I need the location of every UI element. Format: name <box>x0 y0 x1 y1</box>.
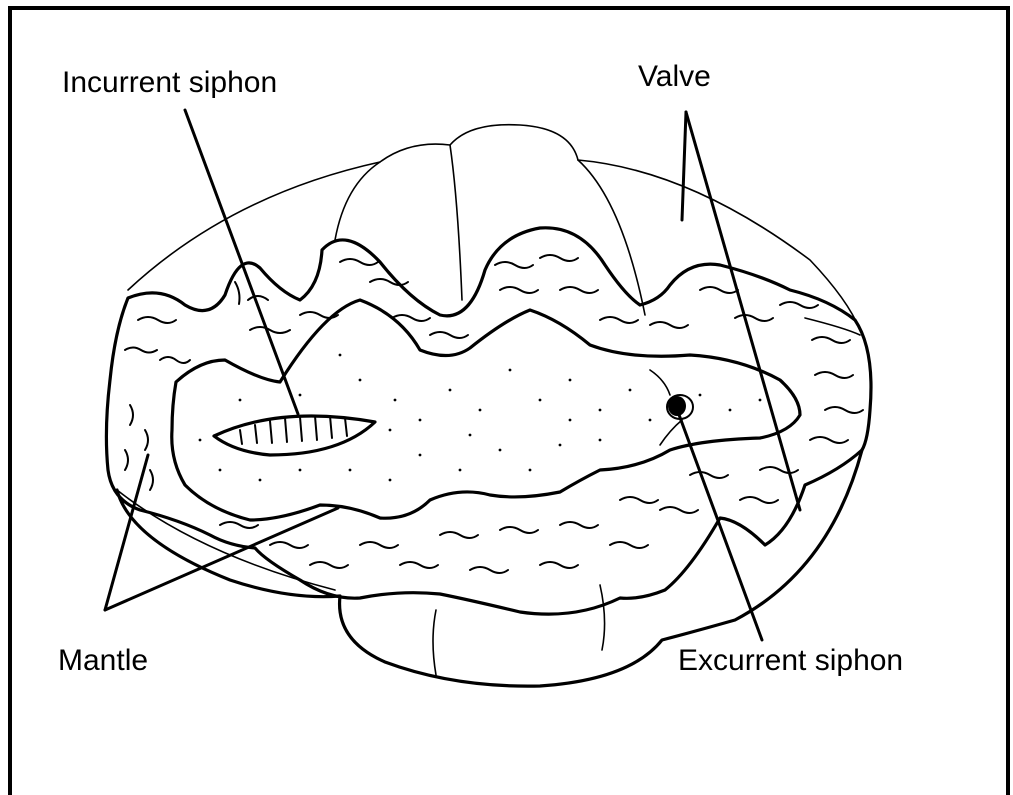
mantle-wave-mark <box>690 472 728 478</box>
mantle-wave-mark <box>160 357 190 363</box>
mantle-wave-mark <box>815 372 853 378</box>
incurrent-siphon <box>214 416 375 455</box>
siphon-ridge-mark <box>300 417 302 441</box>
mantle-wave-mark <box>130 405 133 425</box>
excurrent-siphon-fold <box>660 420 682 445</box>
valve-rib-line <box>600 585 605 650</box>
excurrent-siphon-leader <box>678 412 762 640</box>
mantle-leader-1 <box>105 455 148 610</box>
label-mantle: Mantle <box>58 644 148 677</box>
mantle-wave-mark <box>560 287 598 293</box>
label-excurrent-siphon: Excurrent siphon <box>678 644 903 677</box>
mantle-wave-mark <box>125 348 157 353</box>
mantle-wave-mark <box>540 255 578 261</box>
mantle-wave-mark <box>150 470 153 490</box>
mantle-wave-mark <box>812 337 850 343</box>
siphon-ridge-mark <box>330 416 332 438</box>
valve-leader-2 <box>686 112 800 510</box>
siphon-ridge-mark <box>315 416 317 440</box>
mantle-wave-mark <box>735 315 773 321</box>
mantle-wave-mark <box>540 562 578 568</box>
mantle-wave-mark <box>400 562 438 568</box>
siphon-ridge-mark <box>240 430 242 444</box>
mantle-outer-outline <box>106 228 871 614</box>
mantle-wave-mark <box>810 437 848 443</box>
mantle-wave-mark <box>620 497 658 503</box>
siphon-ridge-mark <box>255 425 257 443</box>
mantle-wave-mark <box>825 407 863 413</box>
mantle-texture <box>125 255 863 573</box>
mantle-wave-mark <box>250 327 290 333</box>
mantle-wave-mark <box>560 522 598 528</box>
mantle-wave-mark <box>660 507 698 513</box>
label-valve: Valve <box>638 60 711 93</box>
incurrent-siphon-outline <box>214 416 375 455</box>
excurrent-siphon-fold <box>650 370 670 395</box>
mantle-wave-mark <box>600 317 638 323</box>
mantle-wave-mark <box>610 542 648 548</box>
siphon-ridge-mark <box>285 418 287 442</box>
mantle-wave-mark <box>650 322 688 328</box>
mantle-wave-mark <box>370 279 408 285</box>
valve-rim-line <box>805 318 860 335</box>
mantle-wave-mark <box>495 262 533 268</box>
mantle-wave-mark <box>248 296 268 300</box>
valve-rim-line <box>117 490 335 590</box>
mantle-wave-mark <box>360 542 398 548</box>
mantle-wave-mark <box>740 497 778 503</box>
mantle-wave-mark <box>145 430 148 450</box>
mantle-wave-mark <box>340 259 378 265</box>
mantle-wave-mark <box>760 467 798 473</box>
mantle-wave-mark <box>430 332 468 338</box>
mantle-wave-mark <box>780 302 818 308</box>
mantle-wave-mark <box>220 522 258 528</box>
valve-upper-outline <box>128 125 860 330</box>
mantle-wave-mark <box>392 315 430 321</box>
valve-rib-line <box>335 162 380 240</box>
valve-rib-line <box>578 160 645 315</box>
label-incurrent-siphon: Incurrent siphon <box>62 66 277 99</box>
mantle-wave-mark <box>310 562 348 568</box>
valve-leader-1 <box>682 112 686 220</box>
valve-shell <box>117 125 862 686</box>
mantle-wave-mark <box>138 317 176 323</box>
mantle <box>106 228 871 614</box>
siphon-ridge-mark <box>345 418 347 436</box>
mantle-wave-mark <box>500 527 538 533</box>
siphon-ridge-mark <box>270 421 272 443</box>
valve-rib-line <box>433 610 436 675</box>
mantle-wave-mark <box>125 450 128 470</box>
mantle-wave-mark <box>700 287 738 293</box>
mantle-wave-mark <box>235 282 240 304</box>
mantle-wave-mark <box>270 542 308 548</box>
valve-rib-line <box>450 145 462 300</box>
mantle-wave-mark <box>500 287 538 293</box>
mantle-wave-mark <box>440 532 478 538</box>
mantle-wave-mark <box>470 567 508 573</box>
